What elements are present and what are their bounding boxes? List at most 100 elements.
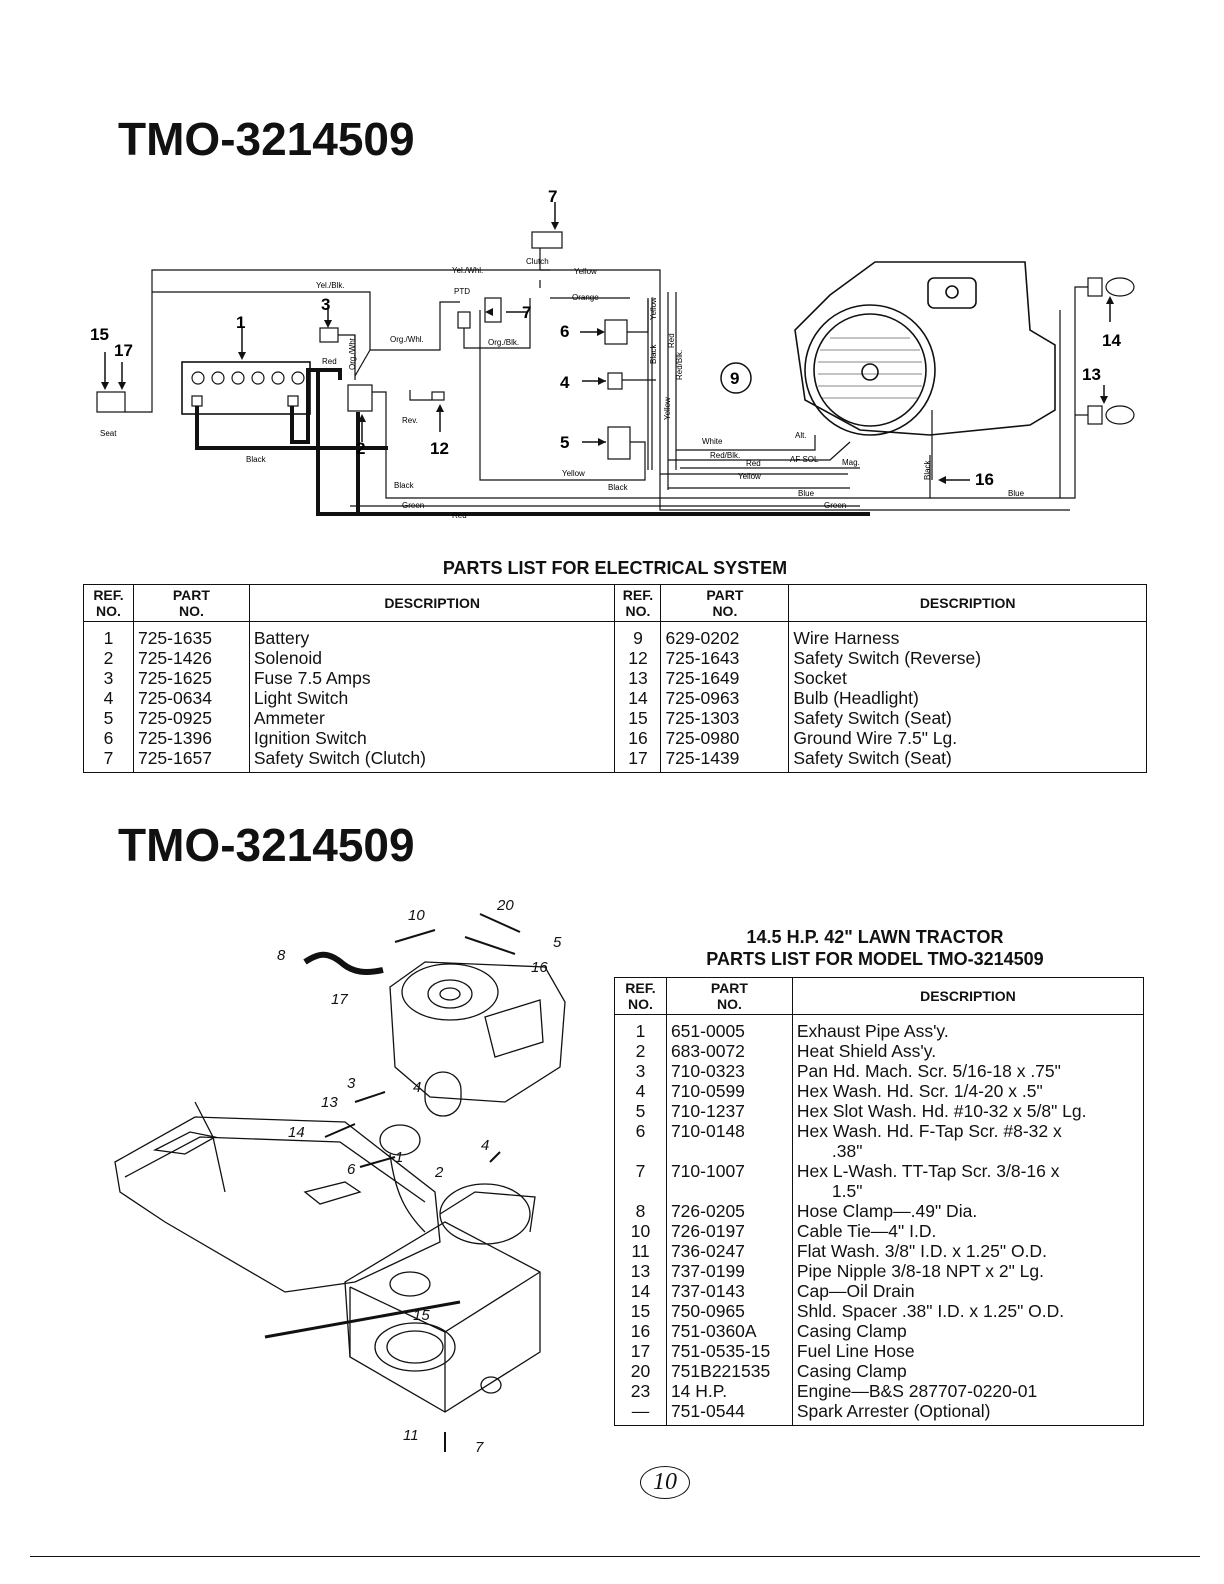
cell-ref: 9 — [614, 621, 662, 648]
ev-callout-2: 2 — [434, 1164, 444, 1181]
callout-16: 16 — [975, 470, 994, 489]
ev-callout-8: 8 — [277, 947, 286, 964]
cell-part: 710-0148 — [665, 1121, 793, 1161]
page-number-mark: 10 — [640, 1466, 690, 1499]
cell-desc: Pipe Nipple 3/8-18 NPT x 2" Lg. — [791, 1261, 1145, 1281]
cell-part: 725-1625 — [132, 668, 250, 688]
cell-ref: 1 — [83, 621, 134, 648]
callout-13: 13 — [1082, 365, 1101, 384]
wire-yellow-vertical: Yellow — [649, 297, 658, 320]
page-title-top: TMO-3214509 — [118, 113, 415, 165]
ev-callout-13: 13 — [321, 1094, 338, 1111]
cell-desc: Ground Wire 7.5" Lg. — [788, 728, 1147, 748]
cell-part: 725-1396 — [132, 728, 250, 748]
cell-ref: 14 — [614, 1281, 667, 1301]
seat-switch — [96, 391, 126, 413]
cell-desc: Light Switch — [248, 688, 616, 708]
cell-desc: Safety Switch (Clutch) — [248, 748, 616, 773]
wire-yellow-top: Yellow — [574, 267, 597, 276]
cell-ref: 2 — [83, 648, 134, 668]
wire-black-bottom: Black — [394, 481, 415, 490]
cell-ref: 14 — [614, 688, 662, 708]
cell-desc: Heat Shield Ass'y. — [791, 1041, 1145, 1061]
cell-ref: — — [614, 1401, 667, 1426]
cell-ref: 10 — [614, 1221, 667, 1241]
ev-callout-15: 15 — [413, 1307, 430, 1324]
cell-desc: Pan Hd. Mach. Scr. 5/16-18 x .75" — [791, 1061, 1145, 1081]
col-desc: DESCRIPTION — [788, 584, 1147, 622]
cell-part: 725-1657 — [132, 748, 250, 773]
cell-ref: 11 — [614, 1241, 667, 1261]
cell-ref: 20 — [614, 1361, 667, 1381]
cell-part: 683-0072 — [665, 1041, 793, 1061]
callout-5: 5 — [560, 433, 569, 452]
callout-7-mid: 7 — [522, 303, 531, 322]
wire-yellow-mid: Yellow — [562, 469, 585, 478]
light-switch — [607, 372, 623, 390]
fuse — [319, 327, 339, 343]
callout-7-top: 7 — [548, 187, 557, 206]
cell-desc: Socket — [788, 668, 1147, 688]
ev-callout-7: 7 — [475, 1439, 484, 1456]
wire-red-blk-vertical: Red/Blk. — [675, 350, 684, 380]
cell-part: 751B221535 — [665, 1361, 793, 1381]
cell-part: 710-0323 — [665, 1061, 793, 1081]
callout-4: 4 — [560, 373, 570, 392]
cell-desc: Shld. Spacer .38" I.D. x 1.25" O.D. — [791, 1301, 1145, 1321]
callout-15: 15 — [90, 325, 109, 344]
cell-ref: 17 — [614, 748, 662, 773]
ev-callout-6: 6 — [347, 1161, 356, 1178]
cell-desc: Spark Arrester (Optional) — [791, 1401, 1145, 1426]
cell-ref: 15 — [614, 1301, 667, 1321]
ev-callout-20: 20 — [496, 897, 514, 914]
cell-ref: 17 — [614, 1341, 667, 1361]
cell-part: 710-0599 — [665, 1081, 793, 1101]
model-caption-line1: 14.5 H.P. 42" LAWN TRACTOR — [746, 927, 1004, 947]
wire-orange: Orange — [572, 293, 599, 302]
label-mag: Mag. — [842, 458, 860, 467]
wire-red-short: Red — [746, 459, 761, 468]
cell-desc: Wire Harness — [788, 621, 1147, 648]
cell-ref: 1 — [614, 1014, 667, 1041]
cell-desc: Ignition Switch — [248, 728, 616, 748]
wire-blue-mid: Blue — [798, 489, 815, 498]
electrical-parts-table: REF. NO. PART NO. DESCRIPTION REF. NO. P… — [83, 584, 1147, 773]
cell-part: 725-1643 — [660, 648, 790, 668]
cell-part: 751-0535-15 — [665, 1341, 793, 1361]
exploded-view-drawing: 10 20 5 16 8 17 3 13 14 6 1 2 4 4 15 11 … — [114, 897, 566, 1456]
cell-desc: Hose Clamp—.49" Dia. — [791, 1201, 1145, 1221]
cell-ref: 3 — [614, 1061, 667, 1081]
label-ptd: PTD — [454, 287, 470, 296]
cell-part: 726-0197 — [665, 1221, 793, 1241]
callout-12: 12 — [430, 439, 449, 458]
ev-callout-16: 16 — [531, 959, 548, 976]
bottom-rule — [30, 1556, 1200, 1557]
cell-desc: Casing Clamp — [791, 1361, 1145, 1381]
ev-callout-3: 3 — [347, 1075, 356, 1092]
wire-black-ground: Black — [923, 459, 932, 480]
ev-callout-11: 11 — [403, 1427, 419, 1444]
wire-org-blk: Org./Blk. — [488, 338, 519, 347]
cell-part: 737-0199 — [665, 1261, 793, 1281]
cell-desc: Cable Tie—4" I.D. — [791, 1221, 1145, 1241]
wire-white: White — [702, 437, 723, 446]
cell-desc: Safety Switch (Seat) — [788, 708, 1147, 728]
label-clutch: Clutch — [526, 257, 549, 266]
cell-desc: Exhaust Pipe Ass'y. — [791, 1014, 1145, 1041]
cell-part: 725-0925 — [132, 708, 250, 728]
wire-red-blk: Red/Blk. — [710, 451, 740, 460]
cell-desc: Engine—B&S 287707-0220-01 — [791, 1381, 1145, 1401]
cell-ref: 8 — [614, 1201, 667, 1221]
